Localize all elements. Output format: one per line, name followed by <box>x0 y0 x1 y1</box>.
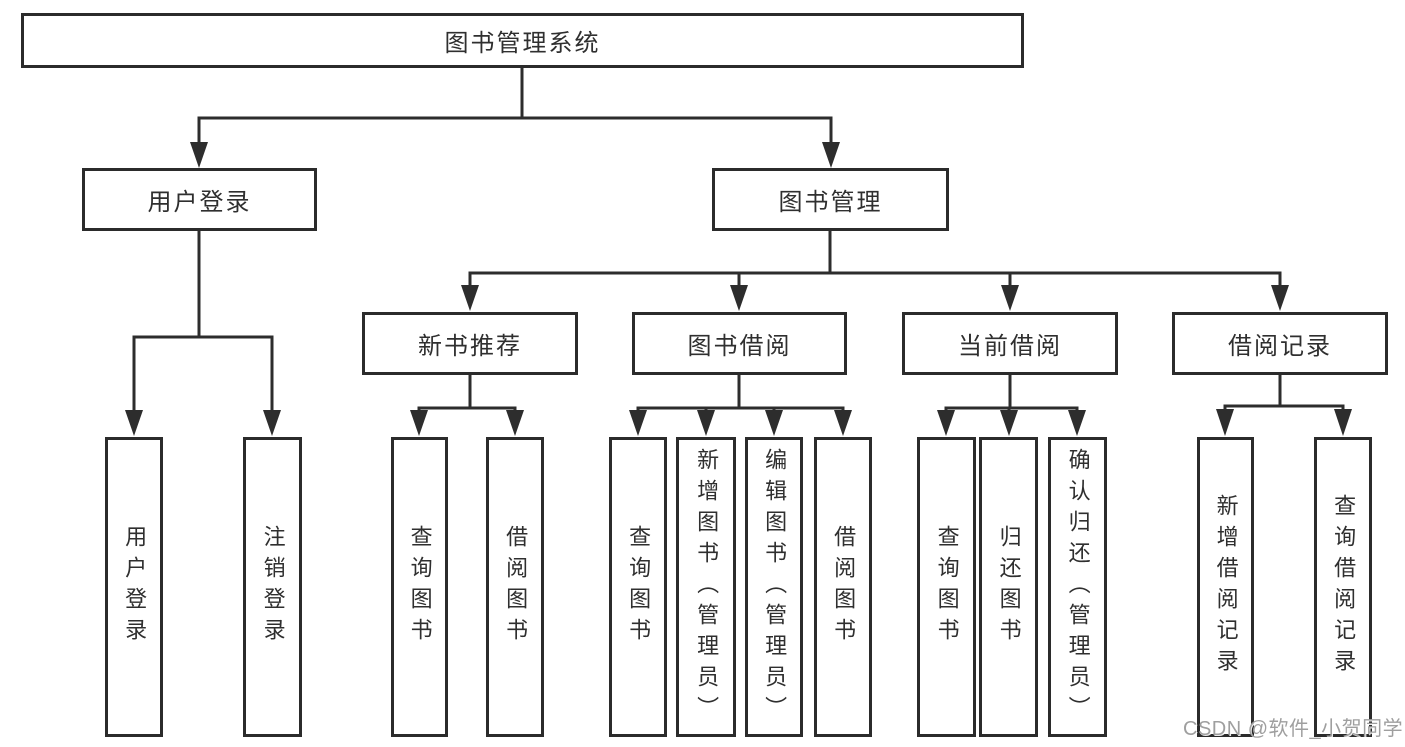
connector-book-management <box>461 231 1289 311</box>
leaf-borrow-books-label: 借阅图书 <box>831 525 857 649</box>
leaf-borrow-books: 借阅图书 <box>814 437 872 737</box>
node-borrow-records-label: 借阅记录 <box>1228 333 1332 360</box>
leaf-confirm-return-admin-label: 确认归还（管理员） <box>1065 447 1091 727</box>
connector-current-borrow <box>937 375 1086 436</box>
watermark: CSDN @软件_小贺同学 <box>1183 718 1404 740</box>
connector-user-login <box>125 231 281 436</box>
leaf-confirm-return-admin: 确认归还（管理员） <box>1048 437 1107 737</box>
connector-borrow-records <box>1216 375 1352 436</box>
leaf-add-book-admin: 新增图书（管理员） <box>676 437 736 737</box>
leaf-query-books-borrow: 查询图书 <box>609 437 667 737</box>
connector-root <box>190 68 840 168</box>
leaf-add-book-admin-label: 新增图书（管理员） <box>694 447 720 727</box>
leaf-query-books-recommend: 查询图书 <box>391 437 448 737</box>
node-root-label: 图书管理系统 <box>444 30 601 57</box>
leaf-query-books-current: 查询图书 <box>917 437 976 737</box>
leaf-query-borrow-record-label: 查询借阅记录 <box>1331 494 1357 680</box>
leaf-borrow-books-recommend: 借阅图书 <box>486 437 544 737</box>
node-user-login: 用户登录 <box>82 168 317 231</box>
leaf-user-login-label: 用户登录 <box>122 525 148 649</box>
connector-book-borrow <box>629 375 852 436</box>
leaf-query-books-recommend-label: 查询图书 <box>407 525 433 649</box>
leaf-return-book: 归还图书 <box>979 437 1038 737</box>
connector-new-book-recommend <box>410 375 524 436</box>
node-book-borrow-label: 图书借阅 <box>687 333 792 360</box>
node-book-management: 图书管理 <box>712 168 949 231</box>
node-book-borrow: 图书借阅 <box>632 312 847 375</box>
leaf-add-borrow-record-label: 新增借阅记录 <box>1213 494 1239 680</box>
leaf-add-borrow-record: 新增借阅记录 <box>1197 437 1254 737</box>
leaf-edit-book-admin-label: 编辑图书（管理员） <box>762 447 788 727</box>
node-new-book-recommend: 新书推荐 <box>362 312 578 375</box>
node-user-login-label: 用户登录 <box>147 189 252 216</box>
leaf-borrow-books-recommend-label: 借阅图书 <box>503 525 529 649</box>
node-book-management-label: 图书管理 <box>778 189 883 216</box>
leaf-query-borrow-record: 查询借阅记录 <box>1314 437 1372 737</box>
leaf-query-books-current-label: 查询图书 <box>934 525 960 649</box>
leaf-logout-login: 注销登录 <box>243 437 302 737</box>
node-current-borrow-label: 当前借阅 <box>958 333 1062 360</box>
node-new-book-recommend-label: 新书推荐 <box>418 333 522 360</box>
leaf-return-book-label: 归还图书 <box>996 525 1022 649</box>
node-current-borrow: 当前借阅 <box>902 312 1118 375</box>
leaf-query-books-borrow-label: 查询图书 <box>626 525 652 649</box>
leaf-edit-book-admin: 编辑图书（管理员） <box>745 437 803 737</box>
node-root: 图书管理系统 <box>21 13 1024 68</box>
node-borrow-records: 借阅记录 <box>1172 312 1388 375</box>
leaf-logout-login-label: 注销登录 <box>260 525 286 649</box>
leaf-user-login: 用户登录 <box>105 437 163 737</box>
